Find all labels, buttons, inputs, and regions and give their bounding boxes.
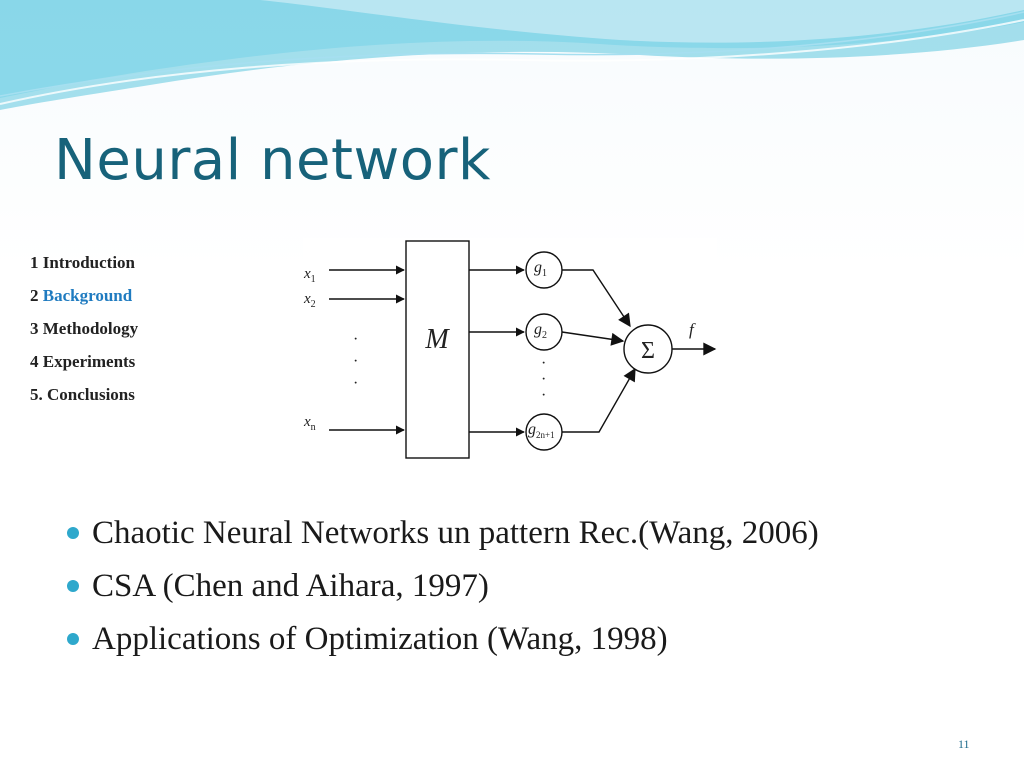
toc-number: 4 — [30, 352, 39, 371]
toc-item-experiments[interactable]: 4 Experiments — [30, 350, 138, 383]
input-label-x1: x1 — [303, 266, 316, 285]
sum-symbol: Σ — [641, 338, 655, 364]
toc-number: 5. — [30, 385, 43, 404]
block-label: M — [424, 324, 450, 355]
arrow-g2-to-sum — [561, 331, 625, 346]
bullet-item: Applications of Optimization (Wang, 1998… — [64, 616, 819, 669]
toc-label: Introduction — [42, 253, 136, 272]
transform-block-m — [405, 240, 470, 459]
bullet-list: Chaotic Neural Networks un pattern Rec.(… — [64, 510, 819, 669]
toc-label: Methodology — [42, 319, 139, 338]
node-ellipsis-dot: · — [541, 387, 546, 404]
node-ellipsis-dot: · — [541, 355, 546, 372]
page-number: 11 — [958, 737, 970, 751]
input-label-xn: xn — [303, 414, 316, 433]
bullet-dot-icon — [67, 527, 79, 539]
node-ellipsis-dot: · — [541, 371, 546, 388]
node-label-g2n1: g2n+1 — [528, 421, 555, 440]
slide-title: Neural network — [54, 128, 491, 193]
output-label: f — [689, 320, 696, 339]
toc-number: 1 — [30, 253, 39, 272]
bullet-dot-icon — [67, 633, 79, 645]
toc-label: Background — [42, 286, 133, 305]
node-label-g1: g1 — [534, 259, 547, 279]
toc-item-introduction[interactable]: 1 Introduction — [30, 251, 138, 284]
bullet-text: Chaotic Neural Networks un pattern Rec.(… — [92, 515, 819, 551]
header-wave-decoration — [0, 0, 1024, 110]
input-ellipsis-dot: · — [353, 353, 358, 370]
input-ellipsis-dot: · — [353, 375, 358, 392]
toc-number: 3 — [30, 319, 39, 338]
network-diagram: x1 x2 xn · · · M g1 g2 g2n+1 — [303, 238, 717, 460]
toc-item-background[interactable]: 2 Background — [30, 284, 138, 317]
input-ellipsis-dot: · — [353, 331, 358, 348]
bullet-text: CSA (Chen and Aihara, 1997) — [92, 568, 489, 604]
toc-label: Experiments — [42, 352, 136, 371]
bullet-text: Applications of Optimization (Wang, 1998… — [92, 621, 668, 657]
toc-item-methodology[interactable]: 3 Methodology — [30, 317, 138, 350]
toc-item-conclusions[interactable]: 5. Conclusions — [30, 383, 138, 416]
input-label-x2: x2 — [303, 291, 316, 310]
bullet-item: Chaotic Neural Networks un pattern Rec.(… — [64, 510, 819, 563]
toc-number: 2 — [30, 286, 39, 305]
bullet-dot-icon — [67, 580, 79, 592]
section-outline: 1 Introduction 2 Background 3 Methodolog… — [30, 251, 138, 416]
arrow-g2n1-to-sum — [562, 367, 636, 433]
bullet-item: CSA (Chen and Aihara, 1997) — [64, 563, 819, 616]
arrow-g1-to-sum — [562, 269, 631, 328]
toc-label: Conclusions — [47, 385, 135, 404]
node-label-g2: g2 — [534, 321, 547, 341]
